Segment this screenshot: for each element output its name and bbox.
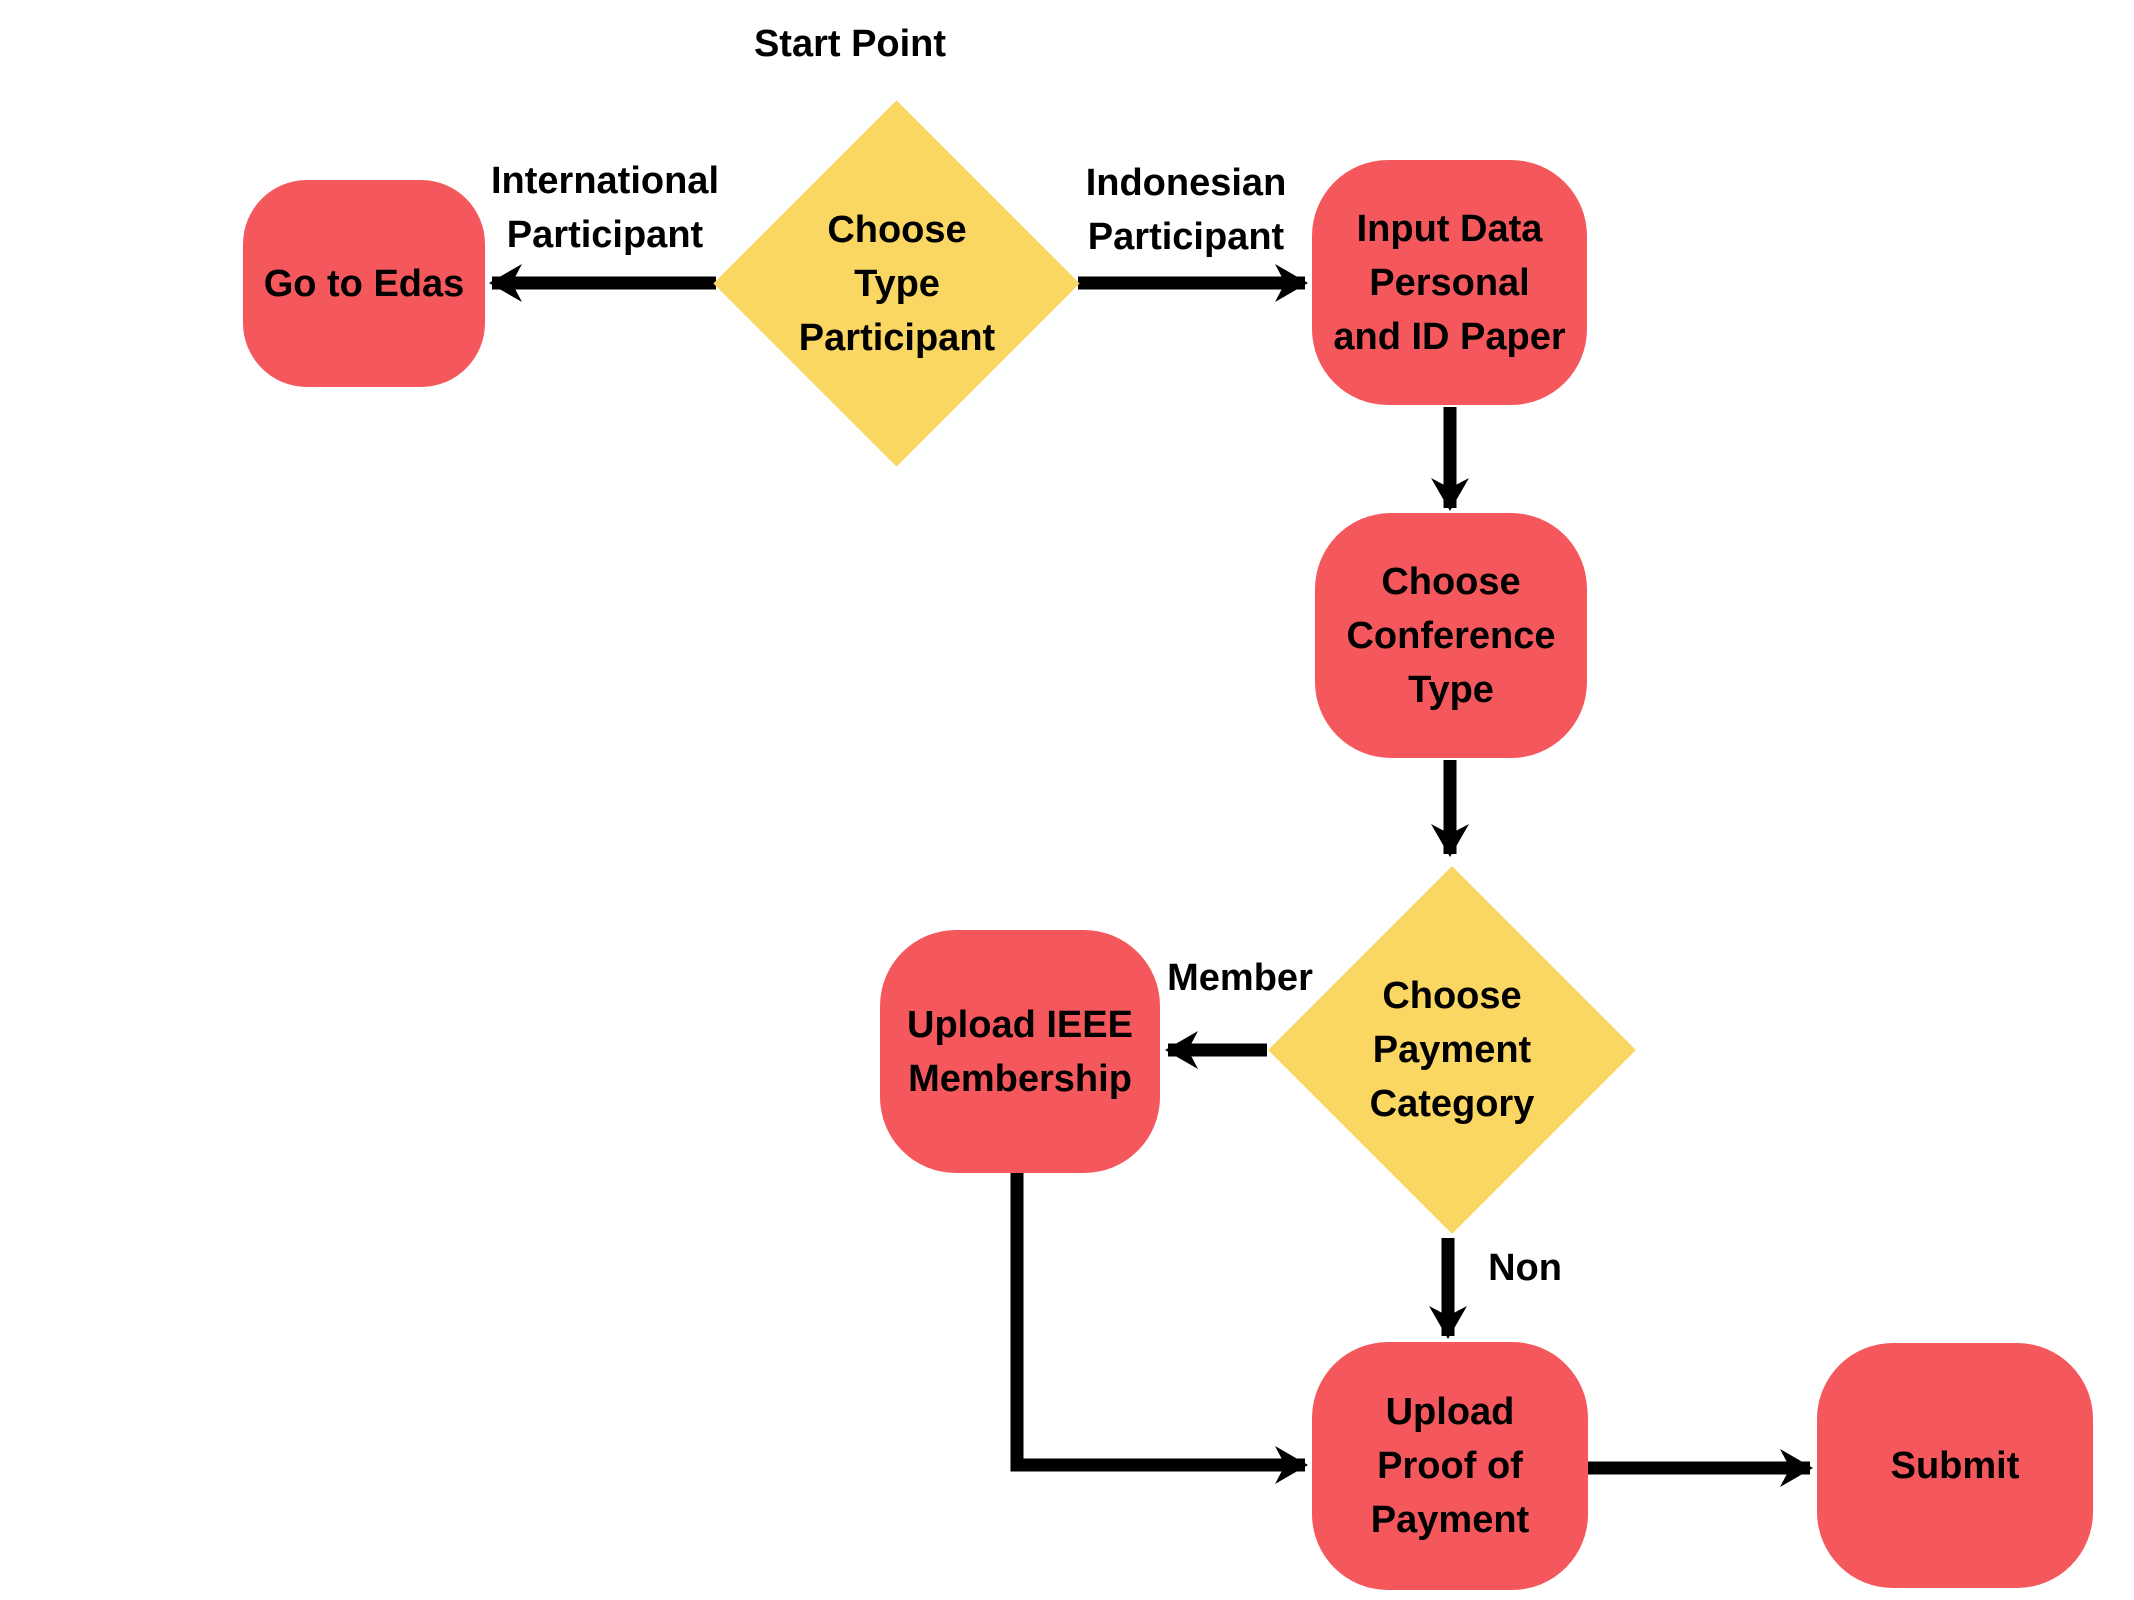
edge-ieee-to-proof-arrow xyxy=(1010,1173,1308,1484)
international-participant-edge-label: International Participant xyxy=(490,160,720,256)
choose-type-participant-label: Choose Type Participant xyxy=(798,209,996,359)
go-to-edas-node: Go to Edas xyxy=(243,180,485,387)
upload-ieee-membership-node: Upload IEEE Membership xyxy=(880,930,1160,1173)
member-edge-label: Member xyxy=(1167,957,1313,999)
indonesian-participant-edge-label: Indonesian Participant xyxy=(1085,162,1287,258)
upload-proof-of-payment-node: Upload Proof of Payment xyxy=(1312,1342,1588,1590)
choose-conference-type-node: Choose Conference Type xyxy=(1315,513,1587,758)
submit-node: Submit xyxy=(1817,1343,2093,1588)
non-edge-label: Non xyxy=(1488,1247,1562,1289)
start-point-annotation: Start Point xyxy=(753,23,947,65)
choose-payment-category-label: Choose Payment Category xyxy=(1369,975,1535,1125)
input-data-node: Input Data Personal and ID Paper xyxy=(1312,160,1587,405)
